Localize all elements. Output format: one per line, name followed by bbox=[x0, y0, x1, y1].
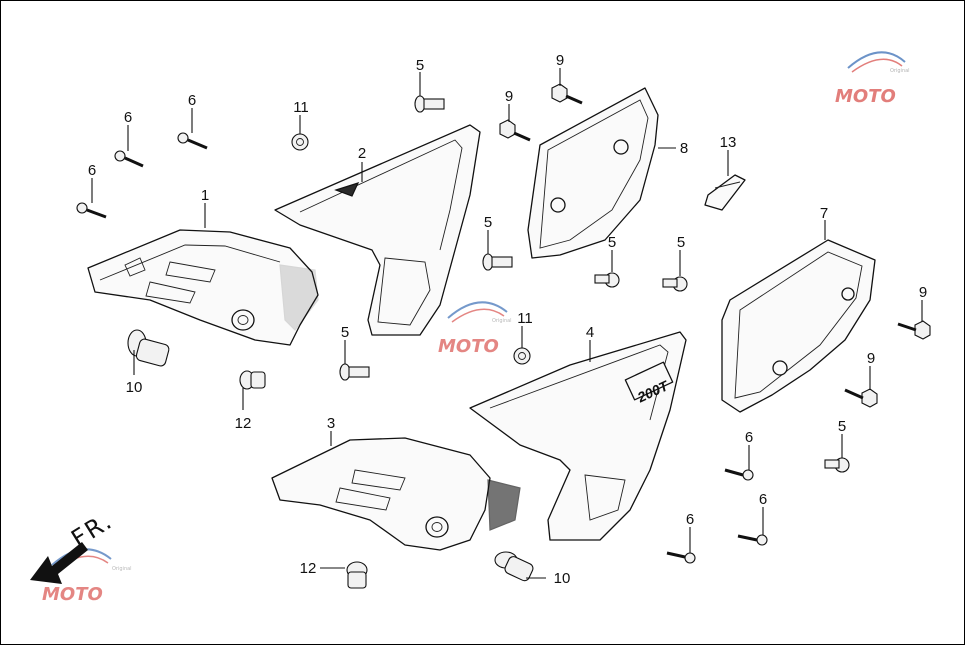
callout-11-b: 11 bbox=[517, 310, 533, 327]
callout-5-f: 5 bbox=[838, 418, 846, 435]
bolt-5-d bbox=[594, 272, 620, 288]
bolt-6-a bbox=[114, 150, 144, 168]
callout-9-d: 9 bbox=[867, 350, 875, 367]
part-2-left-upper-cover bbox=[274, 124, 481, 336]
callout-5-b: 5 bbox=[484, 214, 492, 231]
part-1-left-lower-cover bbox=[87, 229, 319, 346]
callout-2: 2 bbox=[358, 145, 366, 162]
callout-5-a: 5 bbox=[416, 57, 424, 74]
grommet-10-a bbox=[127, 329, 170, 367]
bolt-5-c bbox=[339, 363, 370, 381]
watermark-text: MOTO bbox=[438, 336, 499, 357]
callout-6-a: 6 bbox=[124, 109, 132, 126]
front-direction-indicator: FR. bbox=[30, 506, 118, 584]
watermark-subtext: Original bbox=[112, 566, 132, 572]
bolt-5-e bbox=[662, 276, 688, 292]
callout-5-d: 5 bbox=[608, 234, 616, 251]
bolt-6-c bbox=[76, 202, 107, 219]
grommet-10-b bbox=[494, 551, 534, 582]
bolt-6-b bbox=[177, 132, 208, 150]
callout-5-c: 5 bbox=[341, 324, 349, 341]
callout-11-a: 11 bbox=[293, 99, 309, 116]
nut-11-a bbox=[291, 133, 309, 151]
direction-label: FR. bbox=[66, 506, 118, 553]
watermark-subtext: Original bbox=[492, 318, 512, 324]
callout-9-a: 9 bbox=[556, 52, 564, 69]
callout-6-d: 6 bbox=[745, 429, 753, 446]
callout-6-f: 6 bbox=[759, 491, 767, 508]
part-8-left-side-panel bbox=[527, 87, 659, 259]
callout-9-c: 9 bbox=[919, 284, 927, 301]
callout-labels: 1 2 3 4 5 5 5 5 5 5 6 6 6 6 6 6 7 8 9 9 … bbox=[88, 52, 927, 587]
collar-12-b bbox=[346, 561, 368, 589]
callout-12-b: 12 bbox=[300, 560, 317, 577]
callout-5-e: 5 bbox=[677, 234, 685, 251]
bolt-9-d bbox=[844, 388, 878, 408]
callout-3: 3 bbox=[327, 415, 335, 432]
callout-6-b: 6 bbox=[188, 92, 196, 109]
callout-9-b: 9 bbox=[505, 88, 513, 105]
callout-6-c: 6 bbox=[88, 162, 96, 179]
callout-8: 8 bbox=[680, 140, 688, 157]
front-arrow-icon bbox=[30, 542, 88, 584]
callout-7: 7 bbox=[820, 205, 828, 222]
bolt-6-e bbox=[666, 551, 696, 564]
callout-1: 1 bbox=[201, 187, 209, 204]
leader-lines bbox=[91, 68, 923, 579]
callout-10-b: 10 bbox=[554, 570, 571, 587]
callout-10-a: 10 bbox=[126, 379, 143, 396]
callout-4: 4 bbox=[586, 324, 594, 341]
watermark-subtext: Original bbox=[890, 68, 910, 74]
callout-12-a: 12 bbox=[235, 415, 252, 432]
collar-12-a bbox=[239, 370, 266, 390]
callout-13: 13 bbox=[720, 134, 737, 151]
bolt-9-b bbox=[499, 119, 531, 142]
part-4-right-upper-cover: 200T bbox=[469, 331, 687, 541]
watermark-center: MOTO Original bbox=[438, 301, 512, 357]
bolt-9-a bbox=[551, 83, 583, 105]
watermark-text: MOTO bbox=[42, 584, 103, 605]
bolt-5-b bbox=[482, 253, 513, 271]
part-3-right-lower-cover bbox=[271, 437, 521, 551]
bolt-5-f bbox=[824, 457, 850, 473]
watermark-text: MOTO bbox=[835, 86, 896, 107]
bolt-5-a bbox=[414, 95, 445, 113]
nut-11-b bbox=[513, 347, 531, 365]
bolt-6-f bbox=[737, 534, 768, 546]
bolt-9-c bbox=[897, 320, 931, 340]
callout-6-e: 6 bbox=[686, 511, 694, 528]
part-13-clip bbox=[704, 174, 746, 211]
bolt-6-d bbox=[724, 468, 754, 481]
watermark-top-right: MOTO Original bbox=[835, 51, 910, 107]
part-7-right-side-panel bbox=[721, 239, 876, 413]
